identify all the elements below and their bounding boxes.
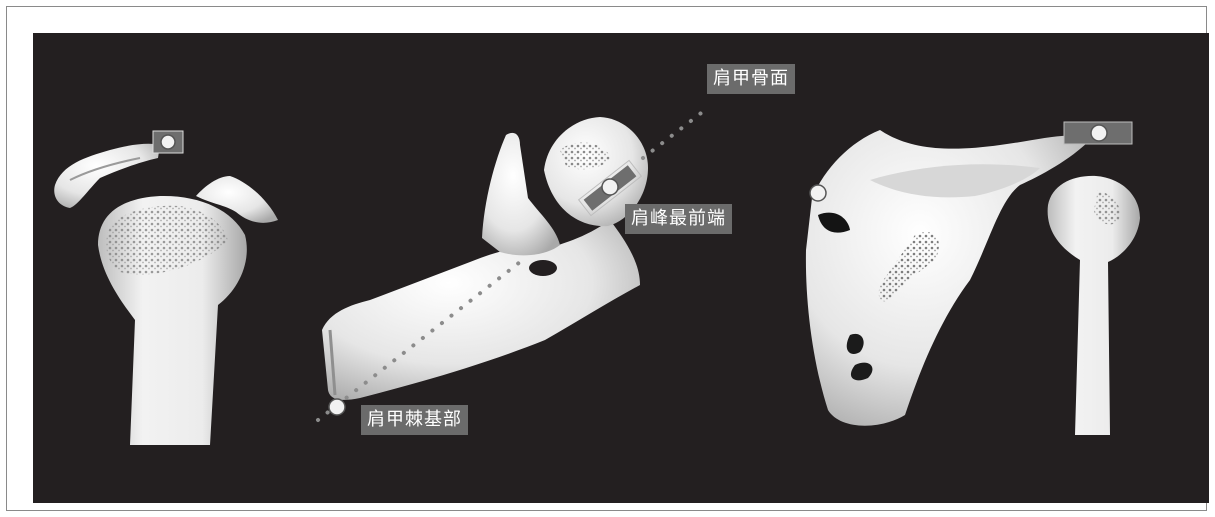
- middle-scapula: [322, 117, 648, 400]
- right-spine-base-marker: [810, 185, 826, 201]
- spine-base-marker: [329, 399, 345, 415]
- acromion-tip-label: 肩峰最前端: [625, 204, 732, 234]
- left-humerus: [54, 144, 278, 445]
- right-humerus: [1048, 176, 1140, 435]
- right-acromion-marker: [1064, 122, 1132, 144]
- spine-base-label: 肩甲棘基部: [361, 405, 468, 435]
- scapular-plane-label: 肩甲骨面: [707, 64, 795, 94]
- scapular-plane-line: [643, 110, 705, 158]
- right-scapula: [806, 130, 1090, 426]
- left-acromion-marker: [153, 131, 183, 153]
